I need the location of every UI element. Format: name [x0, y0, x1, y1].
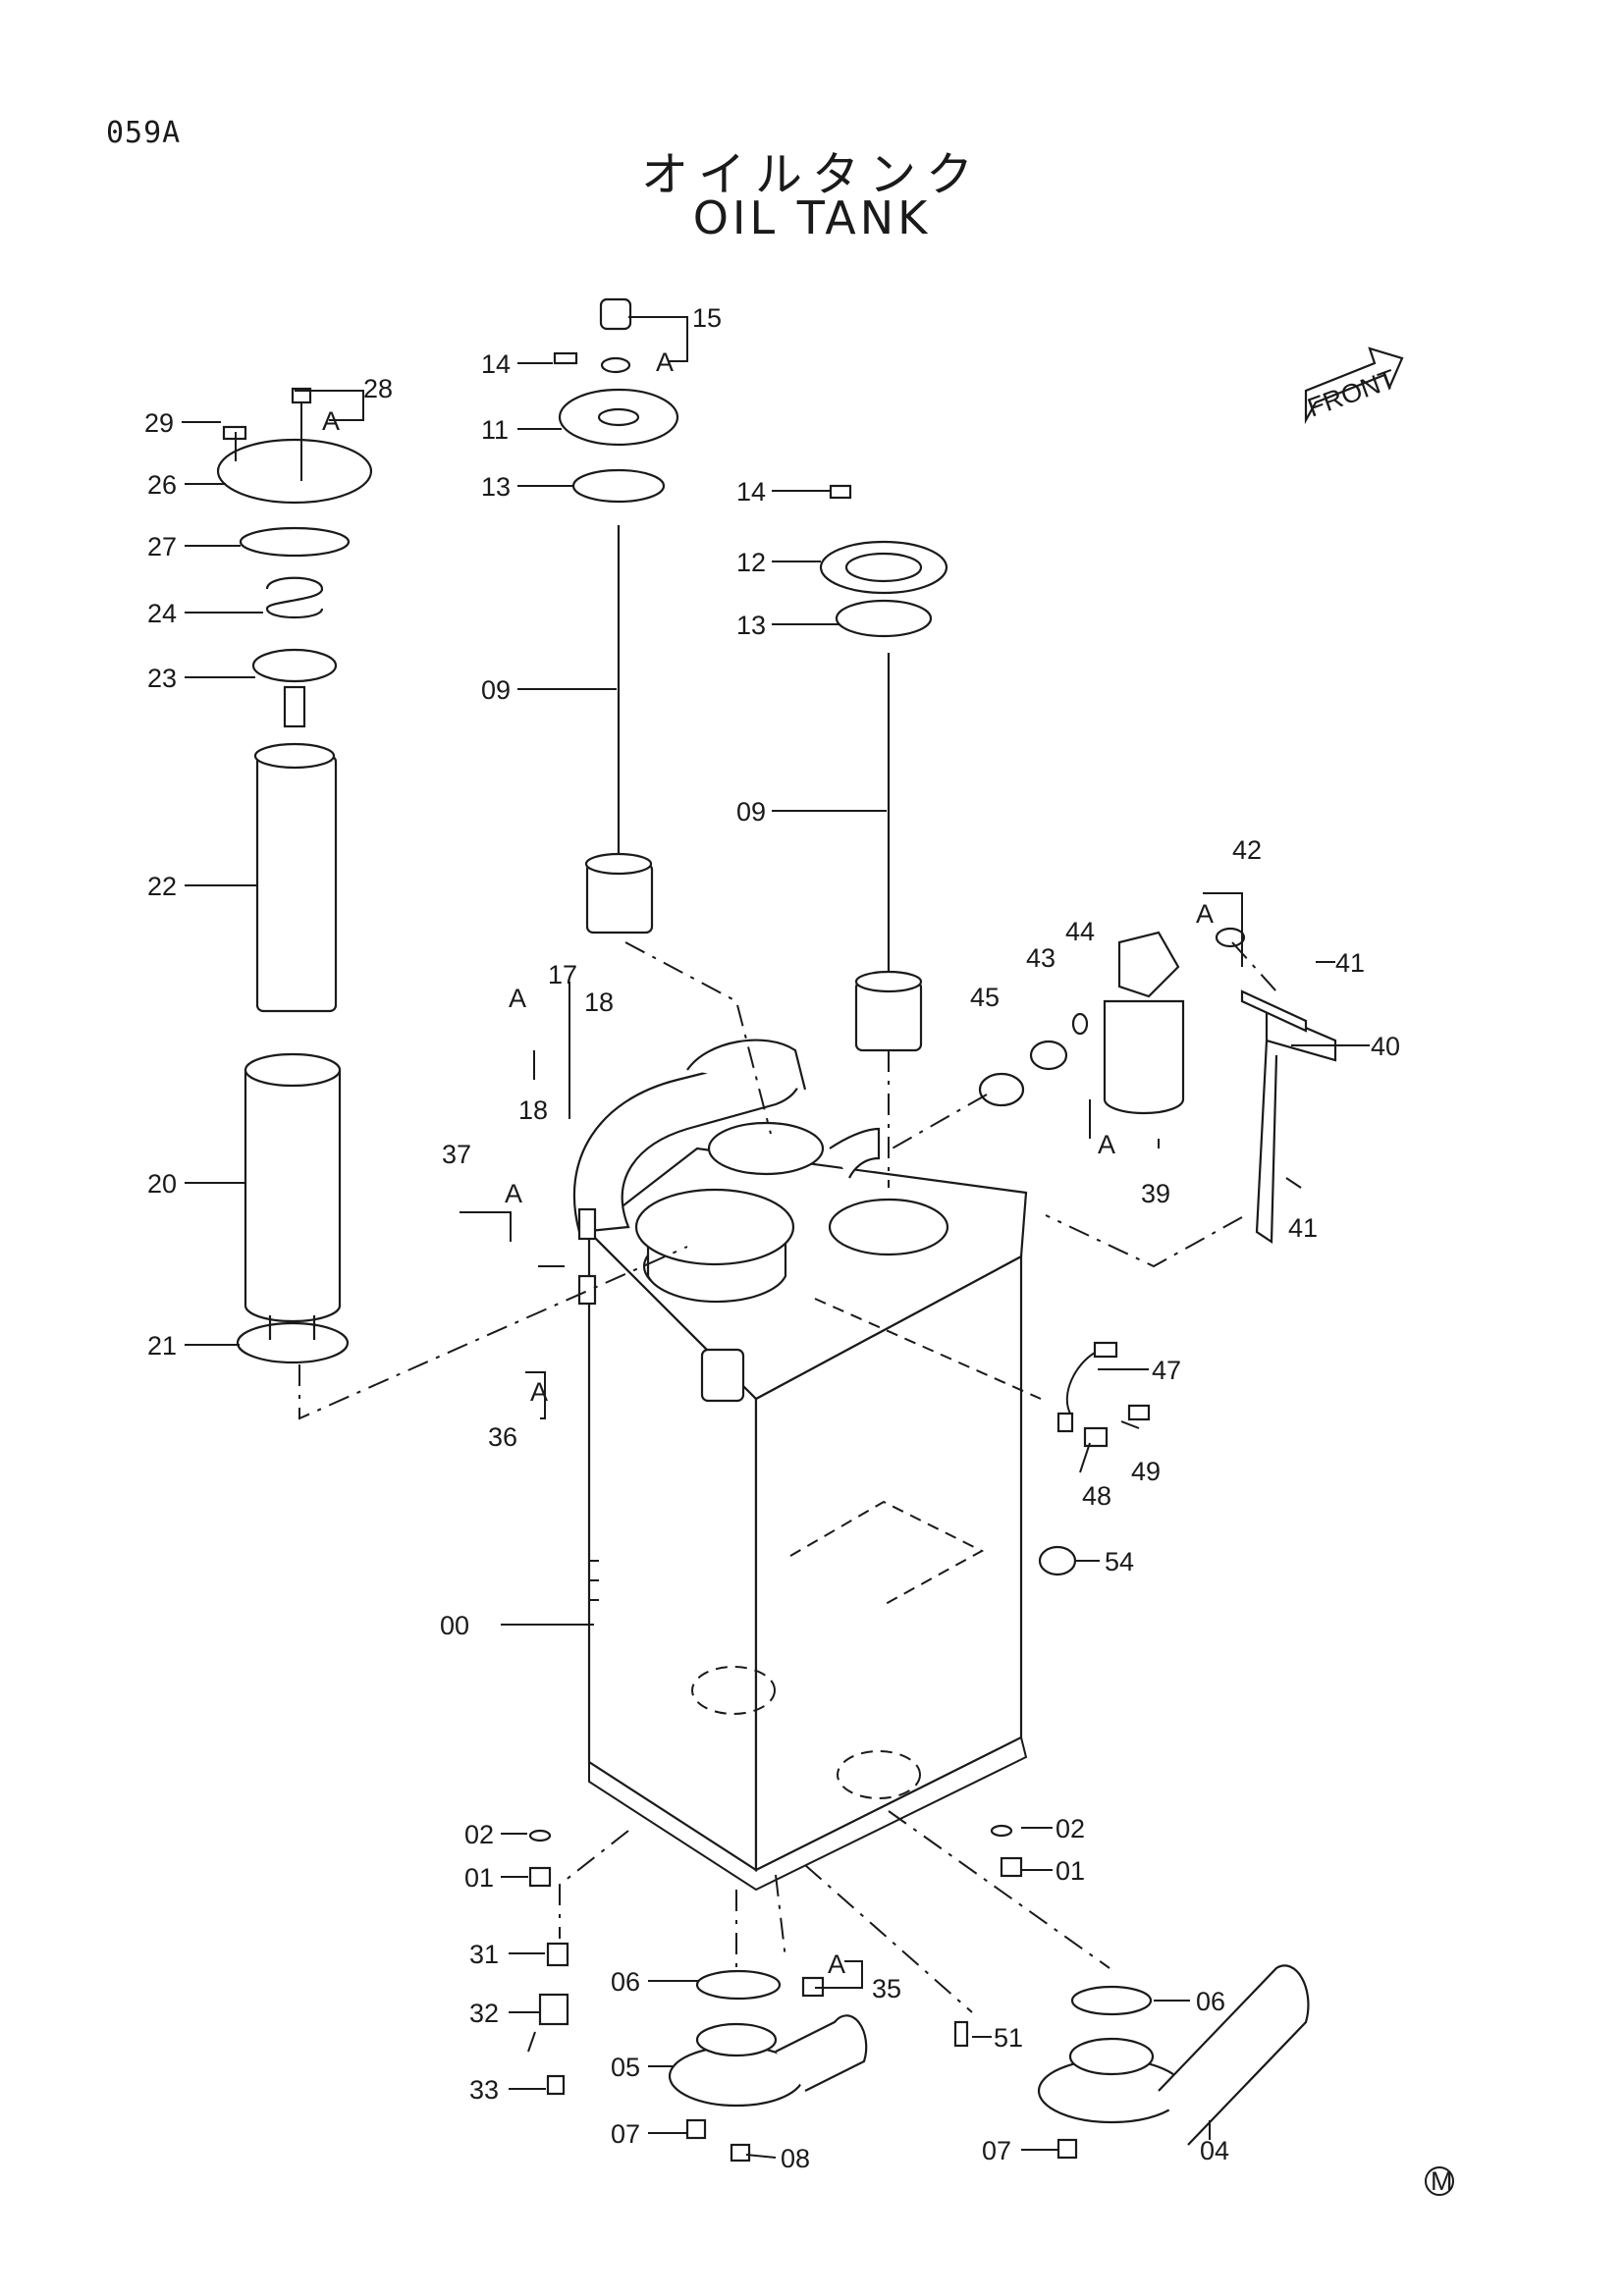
label-13-right: 13	[736, 611, 766, 640]
label-41-top: 41	[1335, 948, 1365, 978]
part-bracket	[1240, 989, 1308, 1033]
label-07-left: 07	[611, 2119, 640, 2149]
part-side-filter-assembly	[978, 927, 1337, 1245]
part-plug-54	[1038, 1545, 1077, 1576]
label-39: 39	[1141, 1179, 1170, 1208]
part-number-labels: 29 26 27 24 23 22 20 21 28 A 14 11 13 09…	[144, 303, 1400, 2173]
label-ref-a-35: A	[828, 1949, 845, 1979]
label-00: 00	[440, 1611, 469, 1640]
label-ref-a-17: A	[509, 984, 526, 1013]
label-ref-a-36: A	[530, 1377, 548, 1407]
label-15: 15	[692, 303, 722, 333]
label-13-left: 13	[481, 472, 511, 502]
label-17: 17	[548, 960, 577, 989]
label-02-right: 02	[1056, 1814, 1085, 1843]
assembly-centerlines	[298, 941, 1277, 2013]
part-suction-strainer-left	[553, 297, 679, 934]
label-21: 21	[147, 1331, 177, 1361]
label-07-right: 07	[982, 2136, 1011, 2165]
label-01-left: 01	[464, 1863, 494, 1893]
label-29: 29	[144, 408, 174, 438]
front-direction-arrow: FRONT	[1304, 347, 1404, 425]
label-44: 44	[1065, 917, 1095, 946]
label-12: 12	[736, 548, 766, 577]
label-09-left: 09	[481, 675, 511, 705]
label-40: 40	[1371, 1032, 1400, 1061]
part-side-ports	[577, 1207, 597, 1306]
part-level-sensor	[1056, 1341, 1151, 1448]
part-suction-pipe-left	[668, 1969, 868, 2108]
label-28: 28	[363, 374, 393, 403]
label-06-right: 06	[1196, 1987, 1225, 2016]
label-51: 51	[994, 2023, 1023, 2053]
drawing-code: 059A	[106, 116, 182, 150]
label-47: 47	[1152, 1356, 1181, 1385]
part-bolts-bottom	[528, 1824, 1078, 2163]
title-english: OIL TANK	[692, 191, 932, 244]
label-22: 22	[147, 872, 177, 901]
label-18-left: 18	[518, 1095, 548, 1125]
m-mark: M	[1425, 2166, 1454, 2196]
label-26: 26	[147, 470, 177, 500]
label-ref-a-39: A	[1098, 1130, 1115, 1159]
label-42: 42	[1232, 835, 1262, 865]
label-37: 37	[442, 1140, 471, 1169]
label-48: 48	[1082, 1481, 1111, 1511]
part-drain-valve	[527, 1942, 569, 2096]
label-14-left: 14	[481, 349, 511, 379]
title-japanese: オイルタンク	[640, 147, 983, 202]
part-tank-top-fittings	[572, 1039, 949, 1304]
label-43: 43	[1026, 943, 1056, 973]
part-suction-pipe-right	[1037, 1964, 1310, 2146]
label-04: 04	[1200, 2136, 1229, 2165]
part-suction-strainer-right	[819, 484, 948, 1052]
label-ref-a-28: A	[322, 406, 340, 436]
label-ref-a-15: A	[656, 347, 674, 377]
label-20: 20	[147, 1169, 177, 1199]
label-14-right: 14	[736, 477, 766, 507]
label-24: 24	[147, 599, 177, 628]
label-33: 33	[469, 2075, 499, 2105]
label-27: 27	[147, 532, 177, 561]
label-09-right: 09	[736, 797, 766, 827]
label-11: 11	[481, 415, 509, 445]
label-45: 45	[970, 983, 1000, 1012]
label-31: 31	[469, 1940, 499, 1969]
label-35: 35	[872, 1974, 901, 2003]
label-23: 23	[147, 664, 177, 693]
label-ref-a-37: A	[505, 1179, 522, 1208]
label-ref-a-42: A	[1196, 899, 1214, 929]
label-18-right: 18	[584, 988, 614, 1017]
label-54: 54	[1105, 1547, 1134, 1576]
m-mark-label: M	[1431, 2166, 1453, 2196]
label-06-left: 06	[611, 1967, 640, 1997]
label-05: 05	[611, 2053, 640, 2082]
label-32: 32	[469, 1999, 499, 2028]
label-08: 08	[781, 2144, 810, 2173]
label-02-left: 02	[464, 1820, 494, 1849]
part-return-filter-assembly	[216, 387, 373, 1364]
leader-lines	[182, 316, 1370, 2159]
label-36: 36	[488, 1422, 517, 1452]
label-41-bottom: 41	[1288, 1213, 1318, 1243]
label-49: 49	[1131, 1457, 1161, 1486]
label-01-right: 01	[1056, 1856, 1085, 1886]
